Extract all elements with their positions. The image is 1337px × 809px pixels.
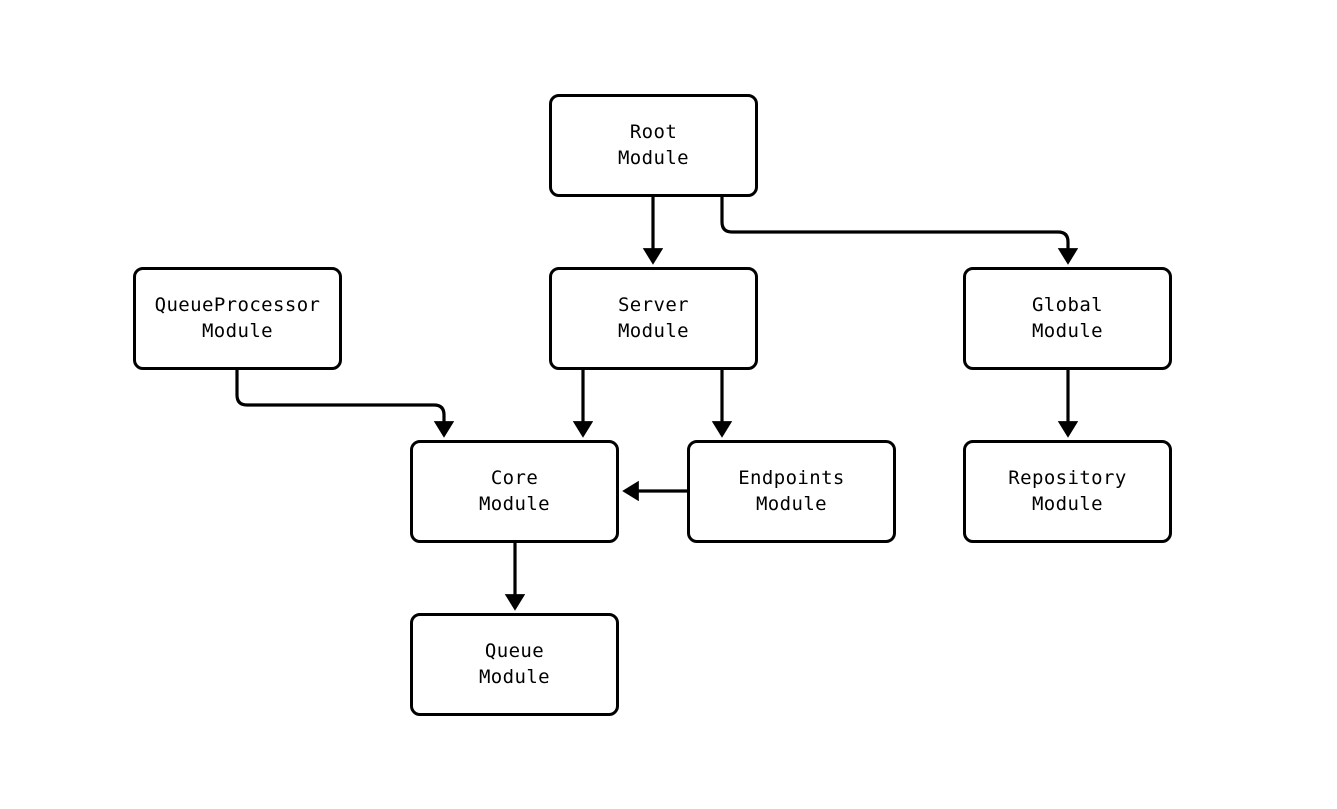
node-queueprocessor-label: QueueProcessor Module (154, 294, 321, 342)
node-core-label: Core Module (478, 467, 551, 515)
edge-queueprocessor-core (235, 370, 455, 438)
node-repository[interactable]: Repository Module (963, 440, 1172, 543)
node-queue[interactable]: Queue Module (410, 613, 619, 716)
node-core[interactable]: Core Module (410, 440, 619, 543)
node-server-label: Server Module (617, 294, 690, 342)
node-global-label: Global Module (1031, 294, 1104, 342)
node-global[interactable]: Global Module (963, 267, 1172, 370)
node-queue-label: Queue Module (478, 640, 551, 688)
node-repository-label: Repository Module (1008, 467, 1127, 515)
edge-root-global (720, 197, 1079, 265)
node-endpoints[interactable]: Endpoints Module (687, 440, 896, 543)
node-server[interactable]: Server Module (549, 267, 758, 370)
node-root[interactable]: Root Module (549, 94, 758, 197)
node-queueprocessor[interactable]: QueueProcessor Module (133, 267, 342, 370)
node-root-label: Root Module (617, 121, 690, 169)
node-endpoints-label: Endpoints Module (738, 467, 845, 515)
